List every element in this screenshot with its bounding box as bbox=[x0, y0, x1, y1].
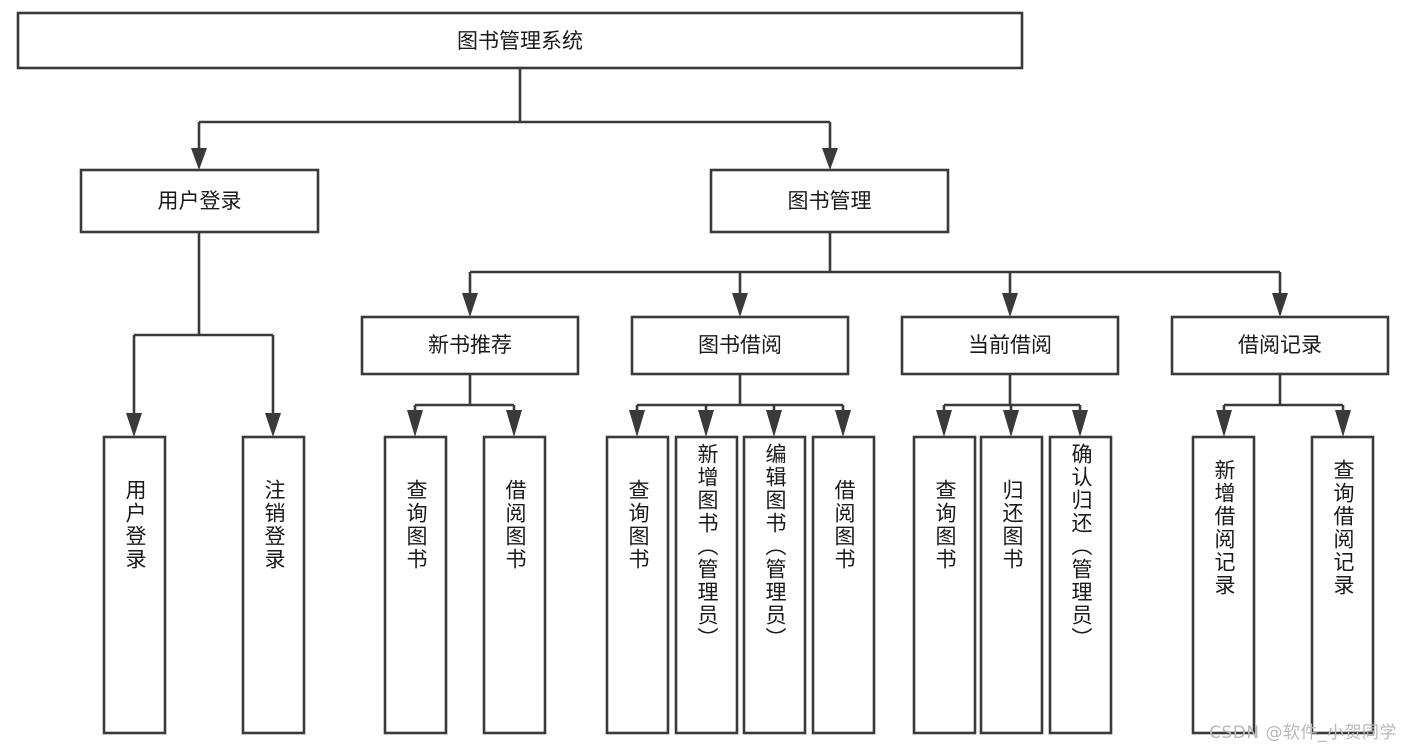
node-user-login-label: 用户登录 bbox=[158, 189, 242, 213]
node-new-book-recommend[interactable]: 新书推荐 bbox=[360, 315, 580, 376]
arrow-head-cu-leaf-3 bbox=[1072, 410, 1088, 437]
node-book-management[interactable]: 图书管理 bbox=[709, 168, 950, 234]
leaf-box-bo-borrow-book[interactable] bbox=[811, 435, 876, 735]
node-book-borrow-label: 图书借阅 bbox=[698, 333, 782, 357]
arrow-head-borrow bbox=[732, 293, 748, 317]
node-borrow-records[interactable]: 借阅记录 bbox=[1170, 315, 1390, 376]
node-current-borrow[interactable]: 当前借阅 bbox=[900, 315, 1120, 376]
leaf-box-re-query-record[interactable] bbox=[1310, 435, 1375, 735]
leaf-box-bo-add-book[interactable] bbox=[674, 435, 739, 735]
arrow-head-new-book bbox=[462, 293, 478, 317]
leaf-box-cu-return-book[interactable] bbox=[979, 435, 1044, 735]
leaf-box-re-add-record[interactable] bbox=[1191, 435, 1256, 735]
node-root-label: 图书管理系统 bbox=[457, 29, 583, 53]
leaf-box-logout[interactable] bbox=[241, 435, 306, 735]
arrow-head-records bbox=[1272, 293, 1288, 317]
leaf-box-bo-query-book[interactable] bbox=[605, 435, 670, 735]
node-book-management-label: 图书管理 bbox=[788, 189, 872, 213]
arrow-head-bo-leaf-4 bbox=[835, 410, 851, 437]
arrow-head-re-leaf-1 bbox=[1216, 410, 1232, 437]
arrow-head-cu-leaf-1 bbox=[936, 410, 952, 437]
node-current-borrow-label: 当前借阅 bbox=[968, 333, 1052, 357]
node-book-borrow[interactable]: 图书借阅 bbox=[630, 315, 850, 376]
arrow-head-nb-leaf-1 bbox=[407, 410, 423, 437]
arrow-head-leaf-user-login bbox=[126, 413, 142, 437]
leaf-box-cu-confirm-return[interactable] bbox=[1048, 435, 1113, 735]
leaf-box-nb-query-book[interactable] bbox=[383, 435, 448, 735]
node-root[interactable]: 图书管理系统 bbox=[16, 11, 1024, 70]
csdn-watermark: CSDN @软件_小贺同学 bbox=[1209, 723, 1397, 743]
leaf-box-nb-borrow-book[interactable] bbox=[482, 435, 547, 735]
node-new-book-recommend-label: 新书推荐 bbox=[428, 333, 512, 357]
node-user-login[interactable]: 用户登录 bbox=[79, 168, 320, 234]
arrow-head-bo-leaf-1 bbox=[629, 410, 645, 437]
arrow-head-current bbox=[1002, 293, 1018, 317]
arrow-head-nb-leaf-2 bbox=[506, 410, 522, 437]
arrow-head-user-login bbox=[191, 148, 207, 170]
node-layer: 图书管理系统 用户登录 图书管理 新书推荐 图书借阅 当前 bbox=[16, 11, 1390, 735]
arrow-head-cu-leaf-2 bbox=[1003, 410, 1019, 437]
node-borrow-records-label: 借阅记录 bbox=[1238, 333, 1322, 357]
leaf-box-bo-edit-book[interactable] bbox=[742, 435, 807, 735]
leaf-box-user-login[interactable] bbox=[102, 435, 167, 735]
leaf-box-cu-query-book[interactable] bbox=[912, 435, 977, 735]
arrow-head-book-mgmt bbox=[822, 148, 838, 170]
arrow-head-bo-leaf-2 bbox=[698, 410, 714, 437]
arrow-head-leaf-logout bbox=[265, 413, 281, 437]
connector-layer bbox=[126, 68, 1351, 437]
arrow-head-bo-leaf-3 bbox=[766, 410, 782, 437]
arrow-head-re-leaf-2 bbox=[1335, 410, 1351, 437]
